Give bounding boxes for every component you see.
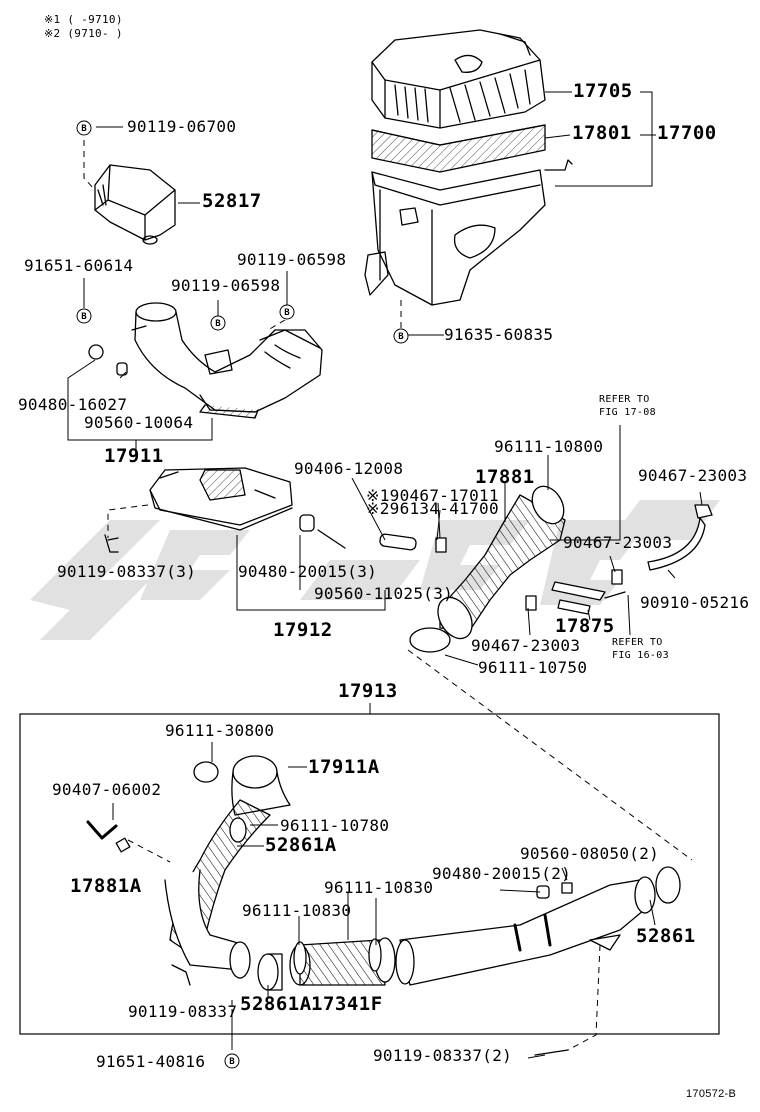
part-90119-06598-b: 90119-06598: [171, 276, 281, 295]
air-cleaner-case: [364, 159, 573, 306]
part-90407-06002: 90407-06002: [52, 780, 162, 799]
clip: [525, 595, 537, 611]
part-90480-20015-3: 90480-20015(3): [238, 562, 378, 581]
part-17913: 17913: [338, 680, 398, 702]
clip: [435, 537, 447, 553]
assembly-box: [19, 713, 720, 1035]
part-90406-12008: 90406-12008: [294, 459, 404, 478]
part-90119-08337-3: 90119-08337(3): [57, 562, 197, 581]
part-17700: 17700: [657, 122, 717, 144]
bolt-marker-letter: B: [81, 124, 87, 134]
grommet: [299, 514, 315, 532]
part-17911: 17911: [104, 445, 164, 467]
part-17881A: 17881A: [70, 875, 142, 897]
hose-clamp: [193, 761, 219, 783]
part-96111-30800: 96111-30800: [165, 721, 275, 740]
vacuum-hose: [647, 517, 706, 571]
bolt: [171, 964, 191, 986]
part-96111-10830-b: 96111-10830: [242, 901, 352, 920]
hook: [86, 820, 118, 840]
clip: [561, 882, 573, 894]
part-91651-40816: 91651-40816: [96, 1052, 206, 1071]
part-17801: 17801: [572, 122, 632, 144]
note-2: ※2 (9710- ): [44, 27, 123, 40]
watermark-logo: [30, 500, 720, 640]
hose-clamp: [229, 817, 247, 843]
part-90467-23003-c: 90467-23003: [471, 636, 581, 655]
ref-fig-17-08-line2: FIG 17-08: [599, 407, 656, 418]
part-91651-60614: 91651-60614: [24, 256, 134, 275]
clip: [694, 504, 713, 519]
bolt-marker-letters: B B B B B B: [81, 124, 404, 1067]
bolt-marker-letter: B: [229, 1057, 235, 1067]
grommet: [88, 344, 104, 360]
clip: [611, 569, 623, 585]
part-17875: 17875: [555, 615, 615, 637]
part-90119-08337: 90119-08337: [128, 1002, 238, 1021]
air-filter-element: [371, 124, 546, 173]
part-52861A-bottom: 52861A: [240, 993, 312, 1015]
part-90480-20015-2: 90480-20015(2): [432, 864, 572, 883]
bolt-markers: [76, 120, 409, 1069]
part-90467-23003-b: 90467-23003: [563, 533, 673, 552]
dashed-leaders: [83, 140, 693, 1058]
part-90119-08337-2: 90119-08337(2): [373, 1046, 513, 1065]
intake-duct: [131, 302, 323, 419]
bolt-marker-letter: B: [284, 308, 290, 318]
part-96134-41700: ※296134-41700: [366, 499, 499, 518]
note-1: ※1 ( -9710): [44, 13, 123, 26]
part-90467-17011: ※190467-17011: [366, 486, 499, 505]
clip: [116, 362, 128, 376]
bolt-marker-letter: B: [398, 332, 404, 342]
ref-fig-16-03-line1: REFER TO: [612, 637, 663, 648]
part-90910-05216: 90910-05216: [640, 593, 750, 612]
hose-clamp: [368, 938, 382, 972]
part-90119-06700: 90119-06700: [127, 117, 237, 136]
bolt: [104, 534, 119, 553]
part-52861A-top: 52861A: [265, 834, 337, 856]
clip: [317, 529, 346, 549]
part-96111-10800: 96111-10800: [494, 437, 604, 456]
part-96111-10830-a: 96111-10830: [324, 878, 434, 897]
ref-fig-17-08-line1: REFER TO: [599, 394, 650, 405]
air-cleaner-cap: [371, 29, 546, 129]
part-90467-23003-a: 90467-23003: [638, 466, 748, 485]
inlet-duct-assembly: [164, 755, 681, 991]
part-90480-16027: 90480-16027: [18, 395, 128, 414]
clip: [115, 837, 131, 853]
part-96111-10750: 96111-10750: [478, 658, 588, 677]
ref-fig-16-03-line2: FIG 16-03: [612, 650, 669, 661]
part-17341F: 17341F: [311, 993, 383, 1015]
part-17881: 17881: [475, 466, 535, 488]
part-91635-60835: 91635-60835: [444, 325, 554, 344]
pcv-hose: [551, 581, 626, 615]
part-52861: 52861: [636, 925, 696, 947]
part-52817: 52817: [202, 190, 262, 212]
intake-hose: [409, 485, 566, 653]
part-90119-06598-a: 90119-06598: [237, 250, 347, 269]
hose: [379, 533, 417, 551]
part-90560-08050-2: 90560-08050(2): [520, 844, 660, 863]
leader-lines: [67, 91, 703, 1059]
part-17911A: 17911A: [308, 756, 380, 778]
resonator-box: [149, 467, 293, 531]
part-96111-10780: 96111-10780: [280, 816, 390, 835]
part-17705: 17705: [573, 80, 633, 102]
part-17912: 17912: [273, 619, 333, 641]
bolt-marker-letter: B: [215, 319, 221, 329]
bolt: [534, 1049, 569, 1056]
hose-clamp: [293, 941, 307, 975]
part-90560-10064: 90560-10064: [84, 413, 194, 432]
bolt-marker-letter: B: [81, 312, 87, 322]
resonator: [94, 164, 176, 245]
part-90560-11025-3: 90560-11025(3): [314, 584, 454, 603]
figure-code: 170572-B: [686, 1088, 737, 1100]
